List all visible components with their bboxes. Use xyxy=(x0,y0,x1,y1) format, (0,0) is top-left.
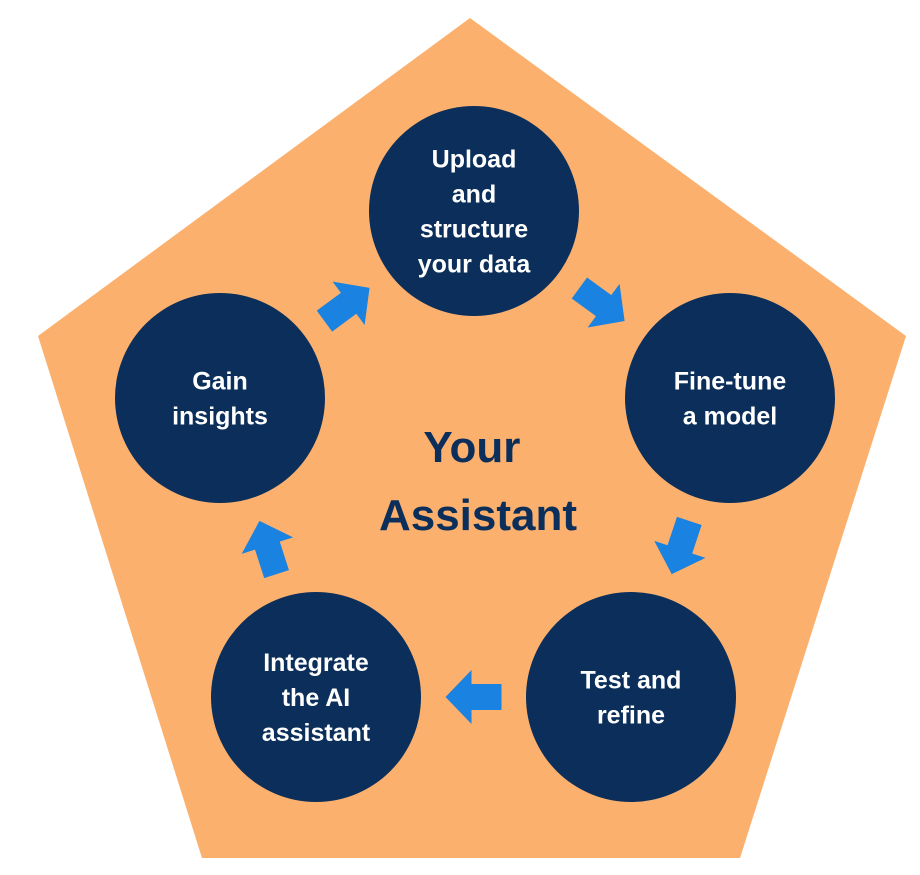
flow-arrow-insights-to-upload xyxy=(316,281,370,332)
step-label-line: Gain xyxy=(192,368,248,396)
step-label-line: assistant xyxy=(262,719,371,747)
flow-arrow-upload-to-finetune xyxy=(571,277,625,328)
step-node-finetune: Fine-tune a model xyxy=(625,293,835,503)
step-label-line: your data xyxy=(418,251,532,279)
arrow-shape xyxy=(571,277,625,328)
step-label: Fine-tune a model xyxy=(674,368,787,431)
step-label-line: Integrate xyxy=(263,649,369,677)
center-title: Your Assistant xyxy=(379,423,577,540)
step-label-line: insights xyxy=(172,403,268,431)
step-node-test: Test and refine xyxy=(526,592,736,802)
step-circle xyxy=(369,106,579,316)
flow-arrow-finetune-to-test xyxy=(654,516,706,575)
center-title-line-1: Your xyxy=(423,423,520,472)
step-label-line: Fine-tune xyxy=(674,368,787,396)
step-circle xyxy=(526,592,736,802)
arrows-layer xyxy=(241,277,706,724)
flow-arrow-test-to-integrate xyxy=(445,670,502,724)
step-label-line: the AI xyxy=(282,684,351,712)
step-label-line: Upload xyxy=(432,146,517,174)
flow-arrow-integrate-to-insights xyxy=(241,520,294,579)
step-circle xyxy=(625,293,835,503)
step-label: Gain insights xyxy=(172,368,268,431)
step-circle xyxy=(115,293,325,503)
step-node-upload: Upload and structure your data xyxy=(369,106,579,316)
center-title-line-2: Assistant xyxy=(379,491,577,540)
arrow-shape xyxy=(241,520,294,579)
step-label-line: and xyxy=(452,181,496,209)
step-label-line: a model xyxy=(683,403,777,431)
step-label: Integrate the AI assistant xyxy=(262,649,371,747)
step-label-line: Test and xyxy=(581,667,682,695)
step-label-line: refine xyxy=(597,702,665,730)
step-label: Test and refine xyxy=(581,667,682,730)
arrow-shape xyxy=(316,281,370,332)
arrow-shape xyxy=(654,516,706,575)
step-node-insights: Gain insights xyxy=(115,293,325,503)
step-circle xyxy=(211,592,421,802)
step-label: Upload and structure your data xyxy=(418,146,532,279)
step-node-integrate: Integrate the AI assistant xyxy=(211,592,421,802)
step-label-line: structure xyxy=(420,216,528,244)
arrow-shape xyxy=(445,670,502,724)
